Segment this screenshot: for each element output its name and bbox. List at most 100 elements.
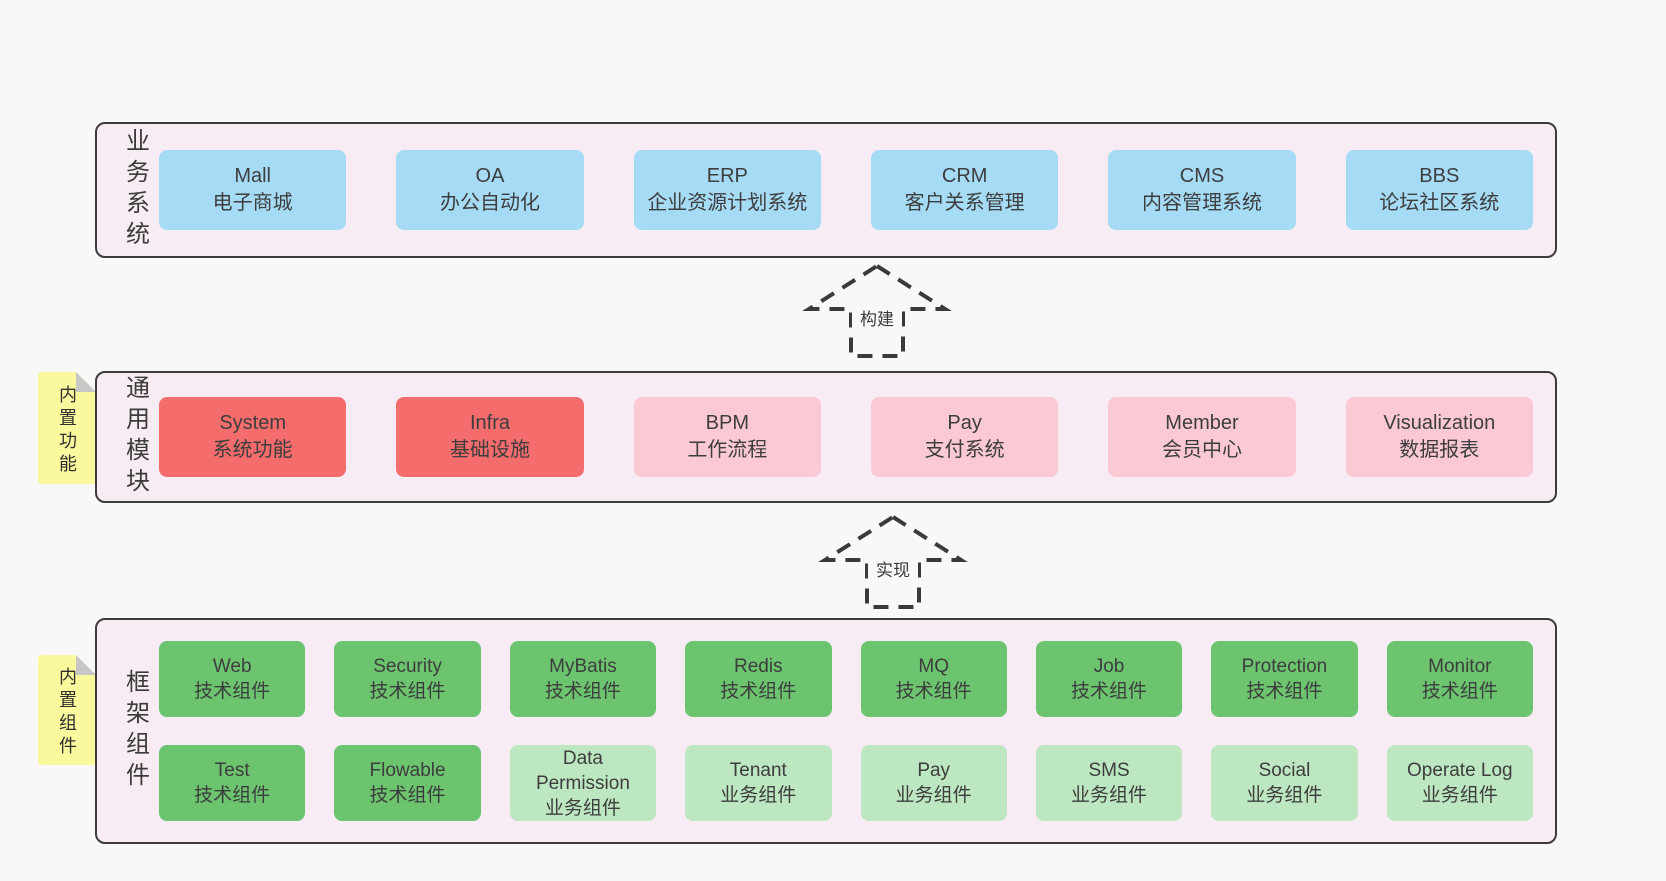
box-title: CRM xyxy=(941,165,988,187)
box-title: BPM xyxy=(705,412,749,434)
box-title: Infra xyxy=(469,412,510,434)
box-title: ERP xyxy=(706,165,748,187)
framework-components-side-label: 框架组件 xyxy=(121,669,149,793)
box-subtitle: 工作流程 xyxy=(687,439,768,461)
build-arrow-label-bg xyxy=(852,302,902,334)
box-title: Member xyxy=(1165,412,1239,434)
box-subtitle: 业务组件 xyxy=(1421,785,1498,806)
box-mq: MQ 技术组件 xyxy=(860,641,1007,717)
implement-arrow-outline xyxy=(818,514,968,609)
box-subtitle: 支付系统 xyxy=(924,439,1005,461)
box-title: Protection xyxy=(1241,656,1328,677)
builtin-features-tab: 内置功能 xyxy=(38,372,96,484)
box-title: System xyxy=(219,412,286,434)
box-title: Test xyxy=(214,760,250,781)
box-cms: CMS 内容管理系统 xyxy=(1108,150,1296,230)
box-erp: ERP 企业资源计划系统 xyxy=(633,150,821,230)
build-arrow-outline xyxy=(802,263,952,358)
box-bpm: BPM 工作流程 xyxy=(633,397,821,477)
framework-components-side-label-wrap: 框架组件 xyxy=(111,669,159,793)
box-oa: OA 办公自动化 xyxy=(396,150,584,230)
box-title: Pay xyxy=(947,412,982,434)
common-modules-panel: 通用模块 System 系统功能 Infra 基础设施 BPM 工作流程 Pay… xyxy=(95,371,1557,503)
box-subtitle: 技术组件 xyxy=(194,681,271,702)
box-crm: CRM 客户关系管理 xyxy=(870,150,1059,230)
common-modules-side-label-wrap: 通用模块 xyxy=(111,375,159,499)
box-subtitle: 技术组件 xyxy=(1071,681,1148,702)
box-test: Test 技术组件 xyxy=(159,745,306,821)
box-title: Monitor xyxy=(1428,656,1492,677)
box-title: Security xyxy=(373,656,442,677)
build-arrow-label: 构建 xyxy=(860,310,894,329)
box-member: Member 会员中心 xyxy=(1108,397,1296,477)
box-title: Pay xyxy=(917,760,951,781)
builtin-features-tab-label: 内置功能 xyxy=(57,385,77,477)
business-systems-panel: 业务系统 Mall 电子商城 OA 办公自动化 ERP 企业资源计划系统 CRM… xyxy=(95,122,1557,258)
builtin-components-tab: 内置组件 xyxy=(38,655,96,765)
box-subtitle: 技术组件 xyxy=(369,785,446,806)
box-pay-component: Pay 业务组件 xyxy=(860,745,1007,821)
box-title: Web xyxy=(212,656,252,677)
box-sms: SMS 业务组件 xyxy=(1035,745,1183,821)
box-subtitle: 会员中心 xyxy=(1161,439,1242,461)
implement-arrow-label-bg xyxy=(868,553,918,585)
box-title: Social xyxy=(1258,760,1311,781)
implement-arrow: 实现 xyxy=(818,512,968,614)
box-subtitle: 技术组件 xyxy=(720,681,797,702)
box-protection: Protection 技术组件 xyxy=(1211,641,1358,717)
box-title: Visualization xyxy=(1383,412,1496,434)
box-title: Data Permission xyxy=(535,747,630,794)
box-title: Mall xyxy=(234,165,271,187)
box-title: BBS xyxy=(1419,165,1460,187)
box-web: Web 技术组件 xyxy=(159,641,306,717)
box-title: CMS xyxy=(1179,165,1225,187)
box-operate-log: Operate Log 业务组件 xyxy=(1386,745,1533,821)
box-visualization: Visualization 数据报表 xyxy=(1345,397,1533,477)
box-title: Operate Log xyxy=(1406,760,1513,781)
box-title: Tenant xyxy=(729,760,787,781)
box-subtitle: 技术组件 xyxy=(1421,681,1498,702)
build-arrow: 构建 xyxy=(802,261,952,363)
builtin-components-tab-label: 内置组件 xyxy=(57,667,77,759)
box-tenant: Tenant 业务组件 xyxy=(685,745,832,821)
box-subtitle: 业务组件 xyxy=(1246,785,1323,806)
business-systems-side-label-wrap: 业务系统 xyxy=(111,128,159,252)
box-redis: Redis 技术组件 xyxy=(685,641,832,717)
box-subtitle: 业务组件 xyxy=(544,797,621,819)
box-data-permission: Data Permission 业务组件 xyxy=(509,745,657,821)
framework-components-panel: 框架组件 Web 技术组件 Security 技术组件 MyBatis 技术组件 xyxy=(95,618,1557,844)
box-title: MQ xyxy=(918,656,949,677)
box-title: SMS xyxy=(1088,760,1130,781)
box-security: Security 技术组件 xyxy=(334,641,481,717)
box-subtitle: 业务组件 xyxy=(1071,785,1148,806)
box-subtitle: 论坛社区系统 xyxy=(1379,192,1500,214)
box-subtitle: 办公自动化 xyxy=(439,192,540,214)
box-job: Job 技术组件 xyxy=(1035,641,1183,717)
box-subtitle: 技术组件 xyxy=(194,785,271,806)
box-subtitle: 系统功能 xyxy=(212,439,293,461)
box-social: Social 业务组件 xyxy=(1211,745,1358,821)
box-title: OA xyxy=(475,165,505,187)
box-subtitle: 技术组件 xyxy=(1246,681,1323,702)
common-modules-side-label: 通用模块 xyxy=(121,375,149,499)
box-subtitle: 技术组件 xyxy=(369,681,446,702)
box-title: Flowable xyxy=(369,760,446,781)
box-title: Redis xyxy=(734,656,783,677)
box-title: Job xyxy=(1093,656,1125,677)
box-bbs: BBS 论坛社区系统 xyxy=(1345,150,1533,230)
box-subtitle: 技术组件 xyxy=(895,681,972,702)
box-subtitle: 客户关系管理 xyxy=(904,192,1025,214)
box-subtitle: 业务组件 xyxy=(720,785,797,806)
box-pay-module: Pay 支付系统 xyxy=(870,397,1059,477)
implement-arrow-label: 实现 xyxy=(876,561,910,580)
box-system: System 系统功能 xyxy=(159,397,347,477)
box-infra: Infra 基础设施 xyxy=(396,397,584,477)
box-subtitle: 基础设施 xyxy=(449,439,530,461)
box-monitor: Monitor 技术组件 xyxy=(1386,641,1533,717)
business-systems-side-label: 业务系统 xyxy=(121,128,149,252)
box-subtitle: 业务组件 xyxy=(895,785,972,806)
box-title: MyBatis xyxy=(549,656,617,677)
box-subtitle: 企业资源计划系统 xyxy=(647,192,808,214)
box-mybatis: MyBatis 技术组件 xyxy=(509,641,657,717)
